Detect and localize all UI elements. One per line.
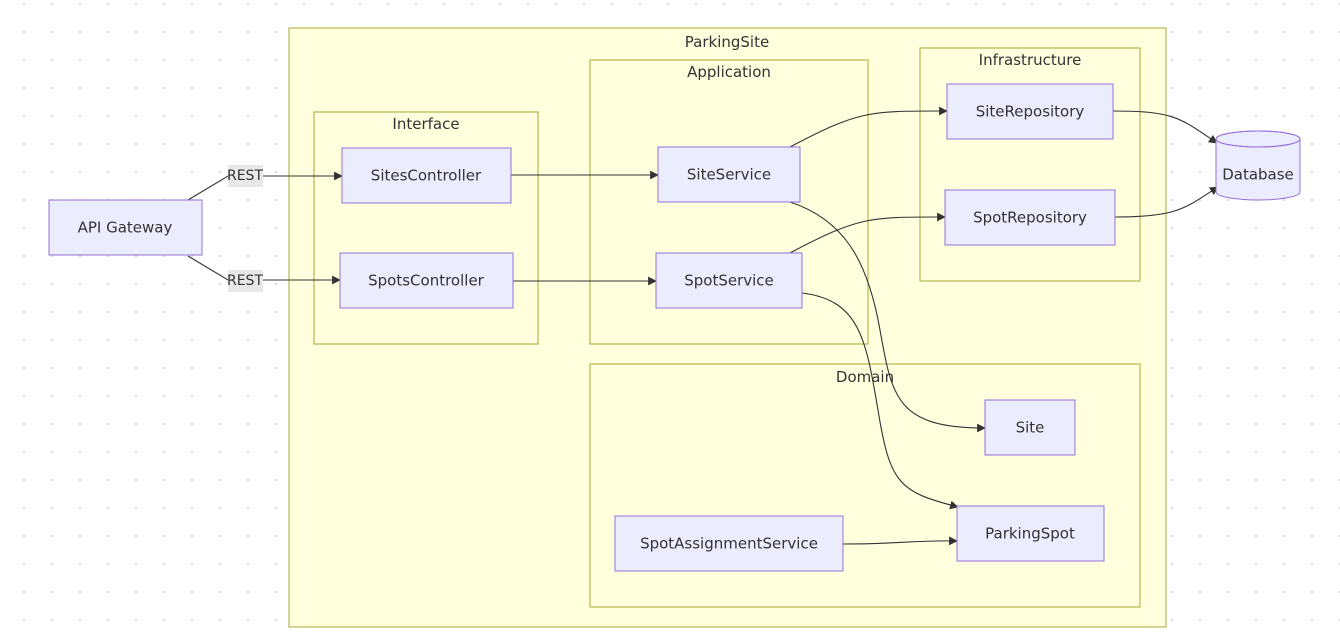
cluster-parkingsite-label: ParkingSite <box>685 33 769 51</box>
svg-text:REST: REST <box>227 273 263 289</box>
cluster-interface-label: Interface <box>392 115 459 133</box>
node-database[interactable]: Database <box>1215 130 1301 201</box>
cluster-interface: Interface <box>313 111 539 345</box>
cluster-application-label: Application <box>687 63 771 81</box>
cluster-infrastructure-label: Infrastructure <box>979 51 1082 69</box>
edge-spotrepository-database <box>1114 186 1219 218</box>
edge-label-rest-spots: REST <box>227 270 263 292</box>
edge-siteservice-site <box>789 201 986 433</box>
node-sites-controller[interactable]: SitesController <box>341 147 512 204</box>
edge-spotservice-spotrepository <box>789 212 946 254</box>
node-parking-spot[interactable]: ParkingSpot <box>956 505 1105 562</box>
svg-text:SpotsController: SpotsController <box>368 272 485 290</box>
svg-text:Database: Database <box>1222 166 1294 184</box>
edge-siteservice-siterepository <box>789 106 948 148</box>
svg-text:SiteRepository: SiteRepository <box>976 103 1085 121</box>
svg-text:SiteService: SiteService <box>687 166 771 184</box>
svg-text:REST: REST <box>227 168 263 184</box>
edge-label-rest-sites: REST <box>227 165 263 187</box>
edge-siterepository-database <box>1112 110 1218 144</box>
edge-spotassignmentservice-parkingspot <box>842 536 958 546</box>
svg-text:Site: Site <box>1016 419 1045 437</box>
svg-text:SpotService: SpotService <box>684 272 774 290</box>
node-spot-repository[interactable]: SpotRepository <box>944 189 1116 246</box>
node-spots-controller[interactable]: SpotsController <box>339 252 514 309</box>
edge-spotservice-parkingspot <box>801 292 959 510</box>
svg-text:SitesController: SitesController <box>371 167 482 185</box>
node-site-service[interactable]: SiteService <box>657 146 801 203</box>
node-site-repository[interactable]: SiteRepository <box>946 83 1114 140</box>
node-spot-service[interactable]: SpotService <box>655 252 803 309</box>
node-spot-assignment-service[interactable]: SpotAssignmentService <box>614 515 844 572</box>
svg-text:ParkingSpot: ParkingSpot <box>985 525 1075 543</box>
svg-text:API Gateway: API Gateway <box>78 219 173 237</box>
svg-text:SpotAssignmentService: SpotAssignmentService <box>640 535 818 553</box>
node-api-gateway[interactable]: API Gateway <box>48 199 203 256</box>
cluster-domain-label: Domain <box>836 368 894 386</box>
cluster-infrastructure: Infrastructure <box>919 47 1141 282</box>
svg-text:SpotRepository: SpotRepository <box>973 209 1087 227</box>
node-site[interactable]: Site <box>984 399 1076 456</box>
